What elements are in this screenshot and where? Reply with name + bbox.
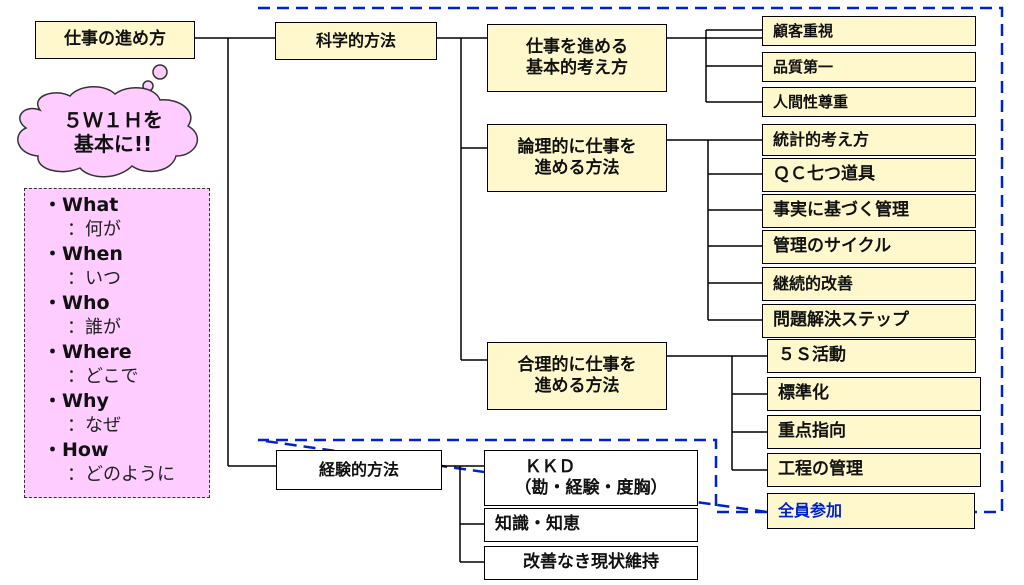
all-participation-node: 全員参加 (767, 493, 975, 529)
logical-method-line-2: 進める方法 (534, 158, 620, 178)
item-qc-seven-tools: ＱＣ七つ道具 (762, 158, 976, 192)
item-priority-focus: 重点指向 (767, 415, 981, 449)
item-label: 改善なき現状維持 (523, 552, 659, 573)
cloud-line-2: 基本に!! (73, 132, 153, 156)
kkd-line-1: ＫＫＤ (524, 456, 576, 477)
w5h-why: ・Why (43, 390, 109, 412)
scientific-method-node: 科学的方法 (275, 22, 437, 60)
w5h-who-jp: ：誰が (67, 317, 121, 338)
item-label: 管理のサイクル (773, 236, 892, 257)
empirical-method-label: 経験的方法 (318, 460, 399, 479)
cloud-line-1: ５Ｗ１Ｈを (63, 108, 163, 132)
item-continuous-improvement: 継続的改善 (762, 267, 976, 301)
w5h-list: ・What ：何が ・When ：いつ ・Who ：誰が ・Where ：どこで… (24, 188, 210, 498)
logical-method-line-1: 論理的に仕事を (517, 136, 637, 157)
item-standardization: 標準化 (767, 377, 981, 411)
item-label: 継続的改善 (773, 274, 854, 293)
w5h-who: ・Who (43, 292, 110, 314)
w5h-how: ・How (43, 439, 109, 461)
w5h-why-jp: ：なぜ (67, 415, 121, 436)
item-management-cycle: 管理のサイクル (762, 230, 976, 264)
w5h-how-jp: ：どのように (67, 464, 175, 485)
item-label: ＱＣ七つ道具 (773, 164, 875, 185)
item-process-control: 工程の管理 (767, 453, 981, 487)
item-knowledge-wisdom: 知識・知恵 (484, 508, 698, 542)
item-label: 標準化 (778, 383, 829, 404)
item-fact-based-management: 事実に基づく管理 (762, 194, 976, 228)
scientific-method-label: 科学的方法 (315, 31, 396, 50)
w5h-when: ・When (43, 243, 123, 265)
root-node: 仕事の進め方 (35, 21, 195, 59)
basic-thinking-line-1: 仕事を進める (526, 36, 628, 57)
rational-method-line-1: 合理的に仕事を (517, 354, 637, 375)
w5h-where-jp: ：どこで (67, 366, 139, 387)
item-statistical-thinking: 統計的考え方 (762, 124, 976, 156)
w5h-what: ・What (43, 194, 119, 216)
item-label: 顧客重視 (773, 21, 834, 40)
item-label: 品質第一 (773, 57, 834, 76)
empirical-method-node: 経験的方法 (276, 450, 442, 490)
item-quality-first: 品質第一 (762, 52, 976, 82)
item-problem-solving-steps: 問題解決ステップ (762, 304, 976, 338)
item-kkd: ＫＫＤ （勘・経験・度胸） (484, 450, 698, 506)
logical-method-node: 論理的に仕事を 進める方法 (487, 124, 667, 192)
cloud-message: ５Ｗ１Ｈを 基本に!! (28, 108, 198, 156)
item-label: 知識・知恵 (495, 514, 580, 535)
basic-thinking-node: 仕事を進める 基本的考え方 (487, 24, 667, 92)
kkd-line-2: （勘・経験・度胸） (514, 478, 668, 498)
basic-thinking-line-2: 基本的考え方 (526, 58, 628, 78)
item-5s-activity: ５Ｓ活動 (767, 339, 976, 373)
item-customer-focus: 顧客重視 (762, 16, 976, 46)
item-label: 人間性尊重 (773, 92, 849, 111)
root-label: 仕事の進め方 (64, 29, 166, 50)
item-label: 問題解決ステップ (773, 310, 909, 331)
item-label: ５Ｓ活動 (778, 345, 846, 366)
item-label: 重点指向 (778, 421, 846, 442)
w5h-what-jp: ：何が (67, 219, 121, 240)
item-label: 事実に基づく管理 (773, 200, 909, 221)
item-status-quo: 改善なき現状維持 (484, 546, 698, 580)
rational-method-line-2: 進める方法 (534, 376, 620, 396)
w5h-when-jp: ：いつ (67, 268, 121, 289)
item-label: 工程の管理 (778, 459, 863, 480)
all-participation-label: 全員参加 (778, 501, 843, 520)
cloud-bubble (17, 64, 199, 178)
item-respect-humanity: 人間性尊重 (762, 87, 976, 117)
w5h-where: ・Where (43, 341, 132, 363)
item-label: 統計的考え方 (773, 130, 870, 149)
rational-method-node: 合理的に仕事を 進める方法 (487, 342, 667, 410)
